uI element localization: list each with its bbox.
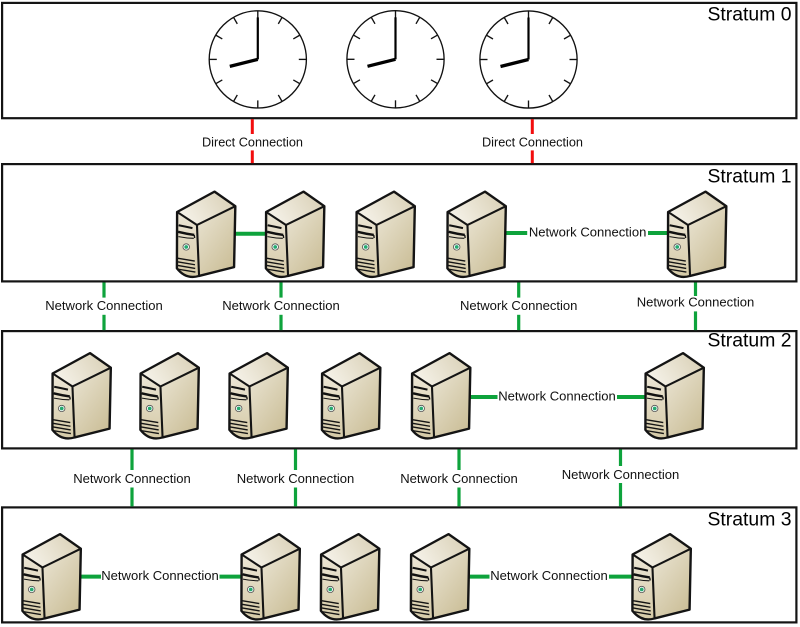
svg-text:Network Connection: Network Connection: [400, 471, 518, 486]
svg-text:Network Connection: Network Connection: [490, 568, 608, 583]
svg-text:Stratum 3: Stratum 3: [708, 510, 792, 531]
svg-text:Network Connection: Network Connection: [222, 298, 340, 313]
svg-text:Stratum 2: Stratum 2: [708, 330, 792, 351]
svg-text:Stratum 0: Stratum 0: [708, 5, 792, 26]
svg-text:Network Connection: Network Connection: [562, 467, 680, 482]
svg-text:Direct Connection: Direct Connection: [482, 135, 583, 150]
svg-text:Network Connection: Network Connection: [45, 298, 163, 313]
svg-text:Network Connection: Network Connection: [237, 471, 355, 486]
svg-text:Network Connection: Network Connection: [529, 225, 647, 240]
svg-text:Network Connection: Network Connection: [460, 298, 578, 313]
svg-text:Direct Connection: Direct Connection: [202, 135, 303, 150]
svg-text:Network Connection: Network Connection: [637, 295, 755, 310]
svg-text:Network Connection: Network Connection: [498, 389, 616, 404]
svg-text:Network Connection: Network Connection: [73, 471, 191, 486]
svg-text:Network Connection: Network Connection: [101, 568, 219, 583]
svg-text:Stratum 1: Stratum 1: [708, 166, 792, 187]
